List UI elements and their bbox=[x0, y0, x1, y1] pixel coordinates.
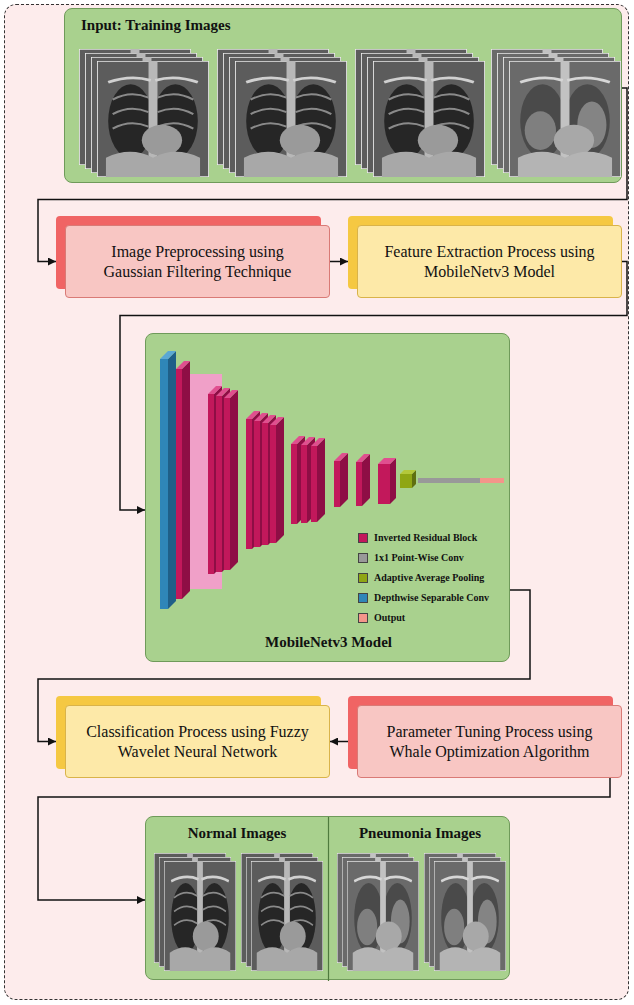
legend-text: 1x1 Point-Wise Conv bbox=[374, 552, 464, 563]
illustration-part bbox=[434, 861, 506, 971]
illustration-part bbox=[301, 437, 315, 445]
input-panel: Input: Training Images bbox=[64, 8, 622, 183]
flow-arrow bbox=[330, 741, 348, 743]
legend-swatch bbox=[358, 573, 368, 583]
illustration-part bbox=[168, 351, 176, 609]
illustration-part bbox=[311, 438, 325, 446]
illustration-part bbox=[160, 351, 176, 359]
illustration-part bbox=[216, 396, 222, 572]
box-label: Feature Extraction Process using MobileN… bbox=[372, 242, 607, 282]
network-illustration bbox=[146, 334, 511, 663]
panel-title: Normal Images bbox=[146, 825, 328, 842]
depthwise-layer bbox=[160, 351, 176, 609]
illustration-part bbox=[224, 390, 238, 398]
illustration-part bbox=[224, 398, 230, 570]
illustration-part bbox=[235, 61, 347, 177]
illustration-part bbox=[246, 419, 252, 549]
illustration-part bbox=[176, 361, 190, 369]
illustration-part bbox=[291, 444, 297, 524]
illustration-part bbox=[164, 861, 236, 971]
legend-swatch bbox=[358, 613, 368, 623]
illustration-part bbox=[400, 474, 412, 488]
flow-arrow bbox=[330, 261, 348, 263]
illustration-part bbox=[509, 61, 621, 177]
illustration-part bbox=[270, 425, 276, 543]
illustration-part bbox=[222, 388, 230, 572]
illustration-part bbox=[378, 458, 396, 464]
legend-text: Depthwise Separable Conv bbox=[374, 592, 489, 603]
illustration-part bbox=[276, 417, 284, 543]
illustration-part bbox=[214, 386, 222, 574]
process-box: Classification Process using Fuzzy Wavel… bbox=[65, 705, 330, 778]
illustration-part bbox=[373, 61, 485, 177]
illustration-part bbox=[97, 61, 209, 177]
illustration-part bbox=[160, 359, 168, 609]
box-label: Parameter Tuning Process using Whale Opt… bbox=[372, 722, 607, 762]
legend-row: Output bbox=[358, 612, 405, 623]
illustration-part bbox=[400, 470, 416, 474]
output-panel: Normal ImagesPneumonia Images bbox=[145, 816, 510, 980]
legend-text: Adaptive Average Pooling bbox=[374, 572, 484, 583]
legend-row: Adaptive Average Pooling bbox=[358, 572, 484, 583]
box-label: Image Preprocessing using Gaussian Filte… bbox=[80, 242, 315, 282]
illustration-part bbox=[176, 369, 182, 599]
illustration-part bbox=[390, 458, 396, 504]
illustration-part bbox=[208, 394, 214, 574]
legend-row: Depthwise Separable Conv bbox=[358, 592, 489, 603]
illustration-part bbox=[334, 461, 340, 507]
illustration-part bbox=[356, 462, 362, 506]
illustration-part bbox=[251, 861, 323, 971]
legend-swatch bbox=[358, 533, 368, 543]
illustration-part bbox=[291, 436, 305, 444]
illustration-part bbox=[270, 417, 284, 425]
illustration-part bbox=[378, 464, 390, 504]
xray-stacks bbox=[65, 9, 623, 184]
illustration-part bbox=[480, 478, 504, 483]
illustration-part bbox=[362, 454, 370, 506]
legend-row: 1x1 Point-Wise Conv bbox=[358, 552, 464, 563]
illustration-part bbox=[328, 817, 329, 981]
illustration-part bbox=[262, 423, 268, 545]
panel-title: MobileNetv3 Model bbox=[146, 634, 511, 651]
illustration-part bbox=[317, 438, 325, 522]
residual-layers bbox=[176, 361, 396, 599]
panel-title: Input: Training Images bbox=[81, 17, 230, 34]
process-box: Feature Extraction Process using MobileN… bbox=[357, 225, 622, 298]
illustration-part bbox=[252, 411, 260, 549]
illustration-part bbox=[418, 478, 480, 483]
process-box: Image Preprocessing using Gaussian Filte… bbox=[65, 225, 330, 298]
illustration-part bbox=[260, 413, 268, 547]
illustration-part bbox=[334, 453, 348, 461]
legend-row: Inverted Residual Block bbox=[358, 532, 477, 543]
illustration-part bbox=[301, 445, 307, 523]
illustration-part bbox=[268, 415, 276, 545]
legend-swatch bbox=[358, 593, 368, 603]
illustration-part bbox=[254, 421, 260, 547]
result-stacks bbox=[146, 817, 511, 981]
illustration-part bbox=[182, 361, 190, 599]
illustration-part bbox=[347, 861, 419, 971]
process-box: Parameter Tuning Process using Whale Opt… bbox=[357, 705, 622, 778]
legend-text: Inverted Residual Block bbox=[374, 532, 477, 543]
illustration-part bbox=[340, 453, 348, 507]
illustration-part bbox=[356, 454, 370, 462]
illustration-part bbox=[311, 446, 317, 522]
model-panel: MobileNetv3 Model Inverted Residual Block… bbox=[145, 333, 510, 662]
panel-title: Pneumonia Images bbox=[329, 825, 511, 842]
box-label: Classification Process using Fuzzy Wavel… bbox=[80, 722, 315, 762]
legend-text: Output bbox=[374, 612, 405, 623]
illustration-part bbox=[230, 390, 238, 570]
pooling-output bbox=[400, 470, 504, 488]
legend-swatch bbox=[358, 553, 368, 563]
